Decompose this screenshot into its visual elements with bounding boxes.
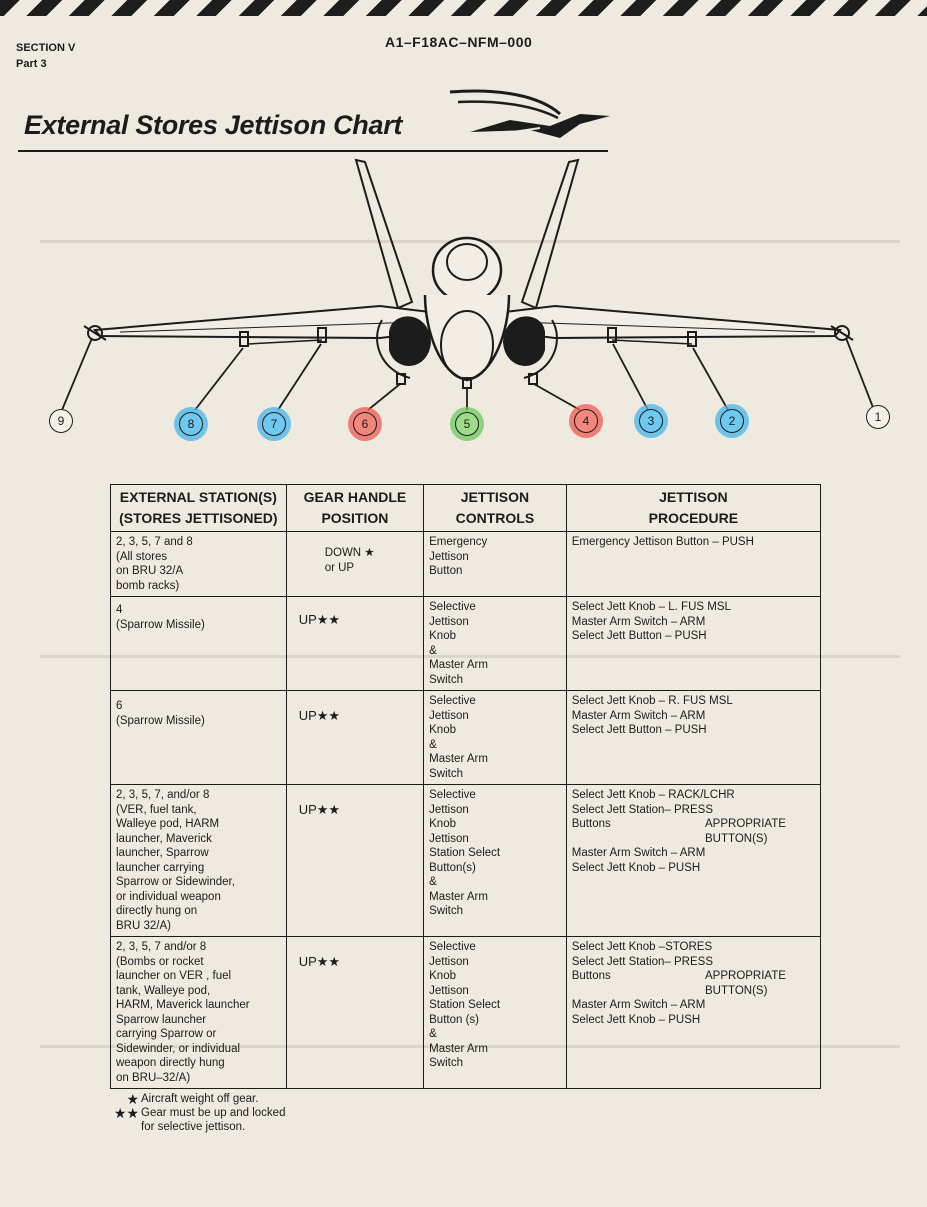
row-procedure: Select Jett Knob –STORES Select Jett Sta… — [565, 936, 822, 1089]
part-number: Part 3 — [16, 58, 47, 70]
procedure-step: Select Jett Knob –STORES — [571, 941, 713, 953]
station-callout-1: 1 — [866, 405, 890, 429]
row-stations: 2, 3, 5, 7 and 8 (All stores on BRU 32/A… — [110, 531, 287, 597]
hornet-logo — [449, 89, 610, 138]
procedure-step: Select Jett Knob – RACK/LCHR — [571, 789, 735, 801]
procedure-step: Master Arm Switch – ARM Select Jett Knob… — [571, 847, 706, 874]
row-controls: Selective Jettison Knob Jettison Station… — [423, 936, 567, 1089]
row-gear: DOWN ★ or UP — [285, 531, 425, 597]
double-star-icon: ★★ — [113, 1105, 139, 1121]
station-callout-8: 8 — [179, 412, 203, 436]
header-gear-handle-position: GEAR HANDLE POSITION — [285, 484, 425, 532]
row-procedure: Select Jett Knob – R. FUS MSL Master Arm… — [565, 690, 822, 785]
station-callout-9: 9 — [49, 409, 73, 433]
procedure-step-buttons: Buttons APPROPRIATE BUTTON(S) — [572, 817, 815, 846]
aircraft-front-view-diagram — [61, 158, 875, 411]
section-label: SECTION V Part 3 — [16, 40, 75, 72]
section-number: SECTION V — [16, 42, 76, 54]
procedure-step: Master Arm Switch – ARM Select Jett Knob… — [571, 999, 706, 1026]
legend-text: Gear must be up and locked for selective… — [141, 1107, 286, 1133]
table-header-row: EXTERNAL STATION(S) (STORES JETTISONED) … — [110, 484, 822, 532]
legend-text: Aircraft weight off gear. — [141, 1093, 259, 1105]
row-stations: 4 (Sparrow Missile) — [110, 596, 287, 691]
procedure-step-buttons: Buttons APPROPRIATE BUTTON(S) — [572, 969, 815, 998]
hazard-stripe-border — [0, 0, 927, 16]
row-stations: 2, 3, 5, 7 and/or 8 (Bombs or rocket lau… — [110, 936, 287, 1089]
header-jettison-controls: JETTISON CONTROLS — [423, 484, 567, 532]
row-gear: UP★★ — [285, 690, 425, 785]
legend-item: ★ Aircraft weight off gear. — [103, 1092, 285, 1106]
jettison-table: EXTERNAL STATION(S) (STORES JETTISONED) … — [110, 484, 822, 1089]
row-gear: UP★★ — [285, 936, 425, 1089]
star-icon: ★ — [126, 1091, 139, 1107]
station-callout-3: 3 — [639, 409, 663, 433]
title-rule — [18, 150, 608, 152]
row-controls: Selective Jettison Knob Jettison Station… — [423, 784, 567, 937]
table-row: 4 (Sparrow Missile) UP★★ Selective Jetti… — [110, 596, 822, 691]
station-callout-2: 2 — [720, 409, 744, 433]
table-row: 6 (Sparrow Missile) UP★★ Selective Jetti… — [110, 690, 822, 785]
row-gear: UP★★ — [285, 784, 425, 937]
table-row: 2, 3, 5, 7 and 8 (All stores on BRU 32/A… — [110, 531, 822, 597]
table-row: 2, 3, 5, 7 and/or 8 (Bombs or rocket lau… — [110, 936, 822, 1089]
row-stations: 6 (Sparrow Missile) — [110, 690, 287, 785]
table-row: 2, 3, 5, 7, and/or 8 (VER, fuel tank, Wa… — [110, 784, 822, 937]
legend: ★ Aircraft weight off gear. ★★ Gear must… — [103, 1092, 286, 1134]
header-jettison-procedure: JETTISON PROCEDURE — [565, 484, 822, 532]
row-stations: 2, 3, 5, 7, and/or 8 (VER, fuel tank, Wa… — [110, 784, 287, 937]
procedure-step: APPROPRIATE BUTTON(S) — [705, 818, 786, 845]
station-callout-5: 5 — [455, 412, 479, 436]
procedure-step: Select Jett Station– PRESS — [571, 955, 714, 968]
station-callout-4: 4 — [574, 409, 598, 433]
row-procedure: Select Jett Knob – RACK/LCHR Select Jett… — [565, 784, 822, 937]
row-controls: Emergency Jettison Button — [423, 531, 567, 597]
document-number: A1–F18AC–NFM–000 — [385, 34, 533, 50]
chart-title: External Stores Jettison Chart — [24, 110, 403, 140]
row-controls: Selective Jettison Knob & Master Arm Swi… — [423, 596, 567, 691]
row-controls: Selective Jettison Knob & Master Arm Swi… — [423, 690, 567, 785]
station-callout-6: 6 — [353, 412, 377, 436]
procedure-step: Buttons — [571, 818, 611, 830]
legend-item: ★★ Gear must be up and locked for select… — [103, 1105, 286, 1134]
row-gear: UP★★ — [285, 596, 425, 691]
station-callout-7: 7 — [262, 412, 286, 436]
header-external-stations: EXTERNAL STATION(S) (STORES JETTISONED) — [110, 484, 287, 532]
procedure-step: APPROPRIATE BUTTON(S) — [705, 970, 786, 997]
procedure-step: Select Jett Station– PRESS — [571, 803, 714, 816]
row-procedure: Select Jett Knob – L. FUS MSL Master Arm… — [565, 596, 822, 691]
row-procedure: Emergency Jettison Button – PUSH — [565, 531, 822, 597]
procedure-step: Buttons — [571, 970, 611, 982]
